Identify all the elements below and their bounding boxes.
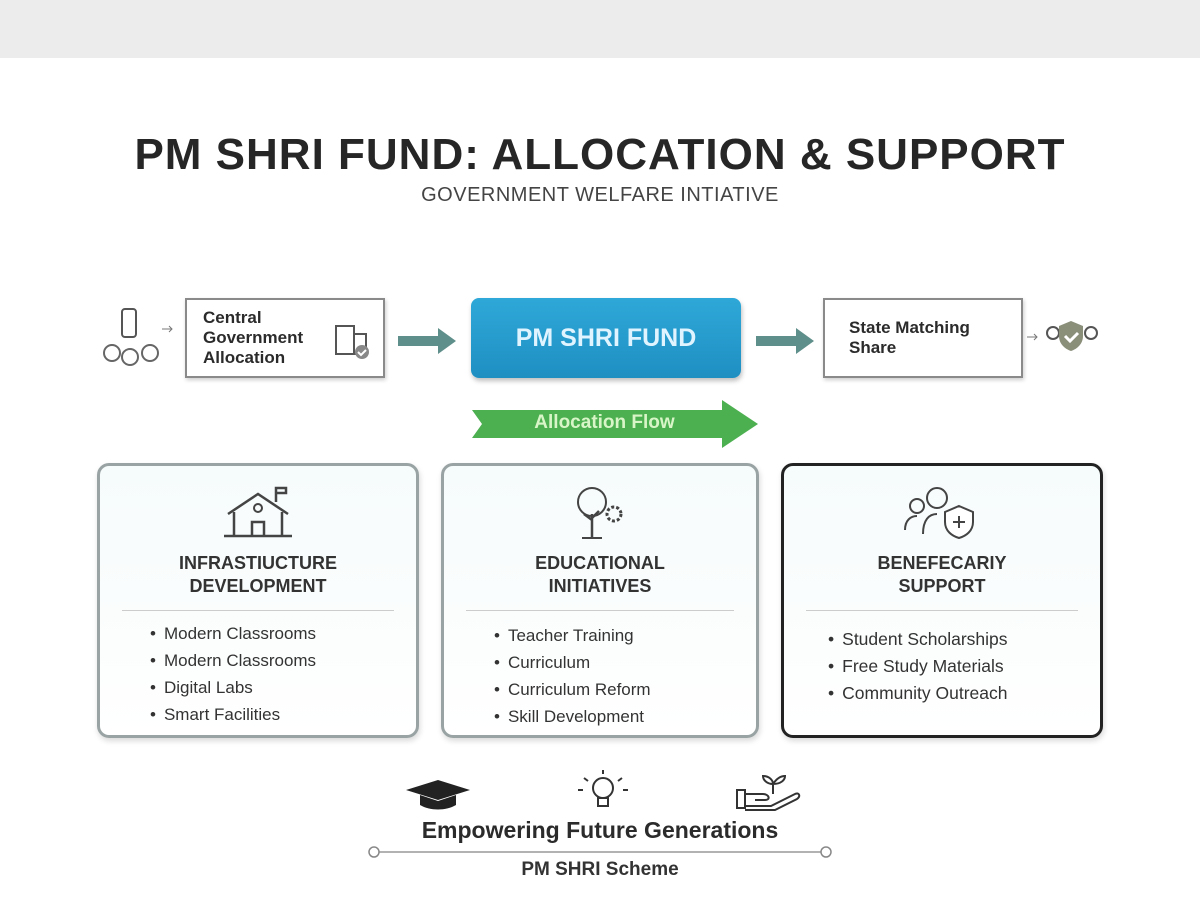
list-item: Teacher Training [494, 622, 651, 649]
card-infrastructure: INFRASTIUCTURE DEVELOPMENT Modern Classro… [97, 463, 419, 738]
list-item: Free Study Materials [828, 653, 1008, 680]
decorative-line [368, 846, 832, 858]
card-title-line: BENEFECARIY [877, 553, 1007, 573]
divider [122, 610, 394, 611]
card-beneficiary: BENEFECARIY SUPPORT Student ScholarshipsF… [781, 463, 1103, 738]
divider [806, 610, 1078, 611]
list-item: Digital Labs [150, 674, 316, 701]
divider [466, 610, 734, 611]
tree-gear-icon [577, 487, 623, 539]
building-check-icon [335, 325, 369, 359]
card-title-line: DEVELOPMENT [189, 576, 327, 596]
pm-shri-fund-box: PM SHRI FUND [471, 298, 741, 378]
hand-sprout-icon [736, 774, 801, 811]
tagline: Empowering Future Generations [421, 817, 779, 843]
list-item: Curriculum [494, 649, 651, 676]
beneficiaries-shield-icon [1027, 321, 1098, 351]
page-subtitle: GOVERNMENT WELFARE INTIATIVE [421, 184, 779, 206]
list-item: Curriculum Reform [494, 676, 651, 703]
graduation-cap-icon [406, 780, 470, 810]
list-item: Modern Classrooms [150, 620, 316, 647]
allocation-flow-label: Allocation Flow [534, 412, 675, 433]
list-item: Smart Facilities [150, 701, 316, 728]
arrow-right-icon [756, 328, 814, 354]
lightbulb-icon [578, 770, 628, 807]
card-title-line: INFRASTIUCTURE [179, 553, 337, 573]
page-title: PM SHRI FUND: ALLOCATION & SUPPORT [134, 130, 1066, 179]
top-band [0, 0, 1200, 58]
allocation-flow-banner [472, 400, 758, 448]
people-shield-icon [904, 487, 974, 540]
list-item: Student Scholarships [828, 626, 1007, 653]
school-building-icon [224, 486, 292, 538]
card-title-line: SUPPORT [898, 576, 986, 596]
list-item: Community Outreach [828, 680, 1008, 707]
emblem-coins-icon [103, 308, 173, 366]
list-item: Modern Classrooms [150, 647, 316, 674]
central-label-line: Allocation [203, 348, 286, 367]
arrow-right-icon [398, 328, 456, 354]
state-label-line: State Matching [849, 318, 970, 337]
card-title-line: INITIATIVES [548, 576, 652, 596]
state-label-line: Share [849, 338, 897, 357]
central-label-line: Government [203, 328, 304, 347]
card-title-line: EDUCATIONAL [535, 553, 665, 573]
scheme-name: PM SHRI Scheme [521, 859, 679, 880]
central-label-line: Central [203, 308, 262, 327]
list-item: Skill Development [494, 703, 651, 730]
